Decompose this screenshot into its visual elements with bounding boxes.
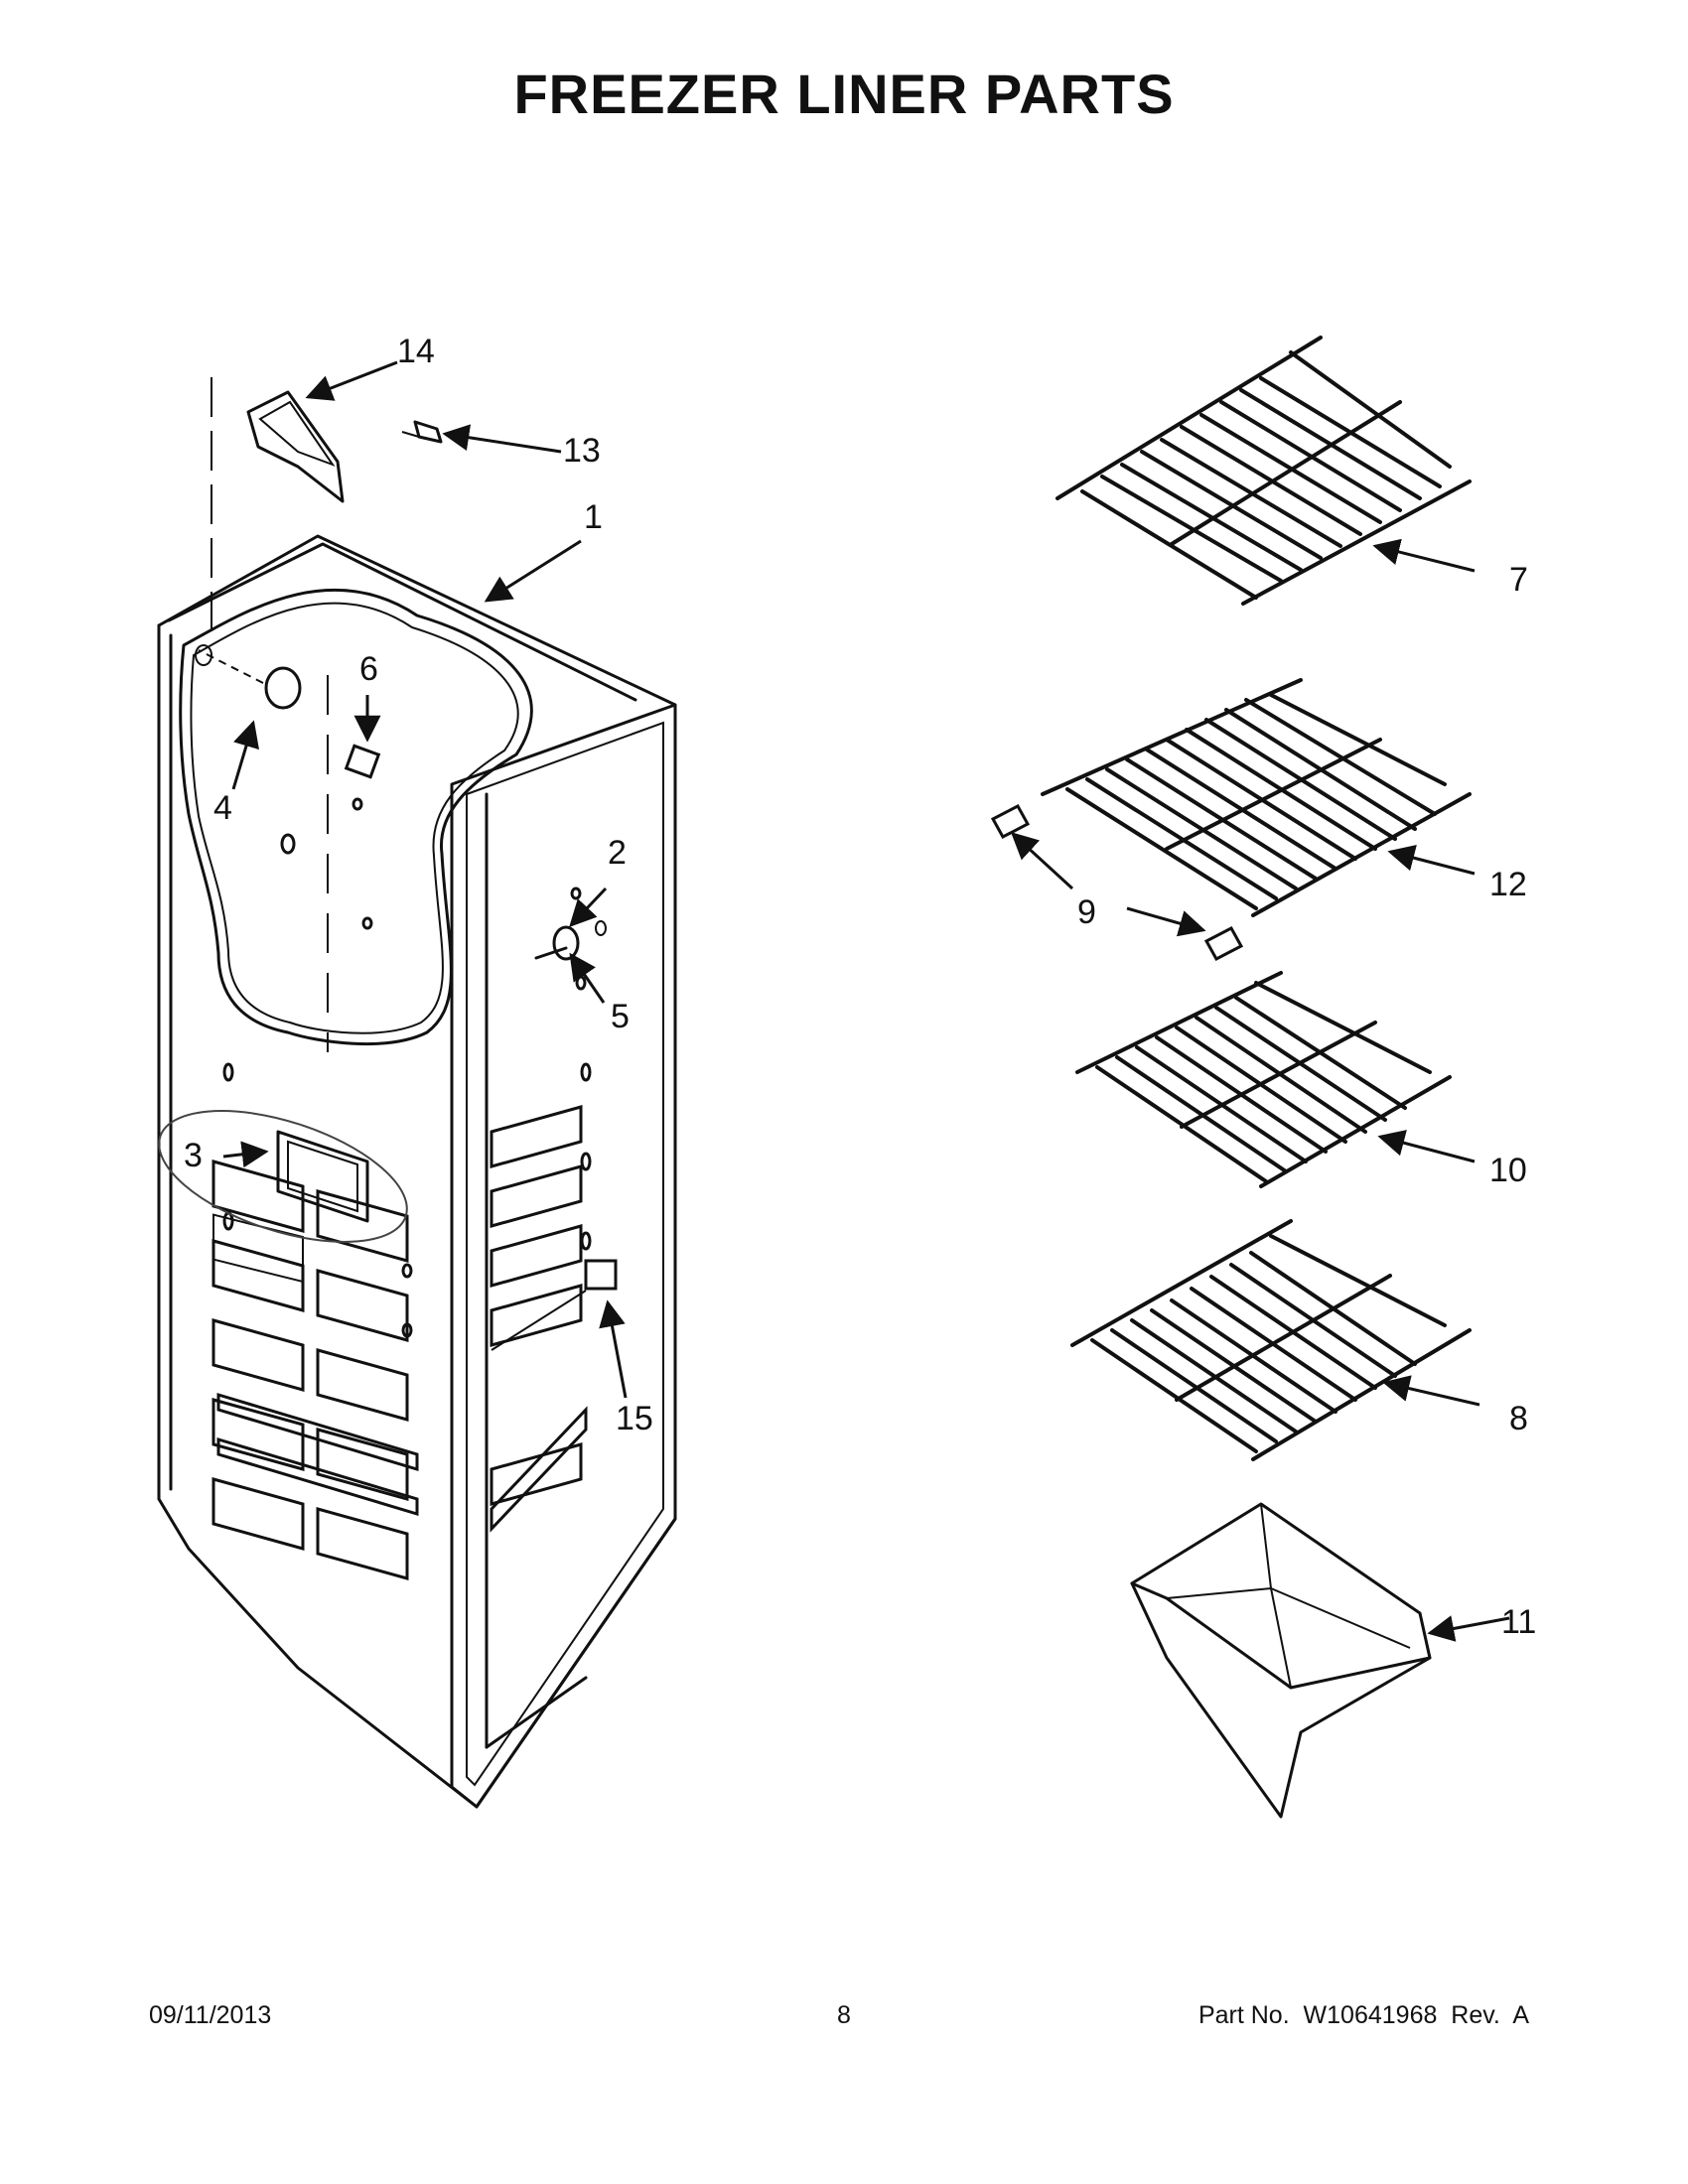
part-4-knob xyxy=(195,644,302,710)
callout-8: 8 xyxy=(1509,1400,1528,1437)
part-13-screw xyxy=(401,420,443,444)
footer-page-number: 8 xyxy=(837,2001,851,2029)
callout-13: 13 xyxy=(563,432,601,470)
footer-part-number: Part No. W10641968 Rev. A xyxy=(1197,2001,1529,2029)
part-15-switch xyxy=(491,1259,618,1351)
shelf-10 xyxy=(1075,971,1452,1188)
callout-6: 6 xyxy=(359,650,378,688)
shelf-12 xyxy=(1041,678,1472,917)
shelf-7 xyxy=(1055,336,1472,606)
page-title: FREEZER LINER PARTS xyxy=(513,63,1175,125)
callout-14: 14 xyxy=(397,333,435,370)
part-6-clip xyxy=(344,744,381,779)
callout-1: 1 xyxy=(584,498,603,536)
freezer-liner xyxy=(157,377,677,1809)
callout-9: 9 xyxy=(1077,893,1096,931)
leader-lines xyxy=(222,360,1510,1642)
callout-12: 12 xyxy=(1489,866,1527,903)
callout-10: 10 xyxy=(1489,1152,1527,1189)
part-11-bin xyxy=(1130,1502,1432,1819)
part-9-supports xyxy=(990,803,1244,962)
callout-15: 15 xyxy=(616,1400,653,1437)
callout-4: 4 xyxy=(213,789,232,827)
callout-11: 11 xyxy=(1501,1603,1536,1641)
part-14-bracket xyxy=(246,390,345,503)
footer-date: 09/11/2013 xyxy=(149,2001,272,2029)
callout-3: 3 xyxy=(184,1137,203,1174)
liner-slots xyxy=(211,1105,588,1580)
callout-7: 7 xyxy=(1509,561,1528,599)
callout-2: 2 xyxy=(608,834,627,872)
callout-5: 5 xyxy=(611,998,630,1035)
part-3-control xyxy=(158,1110,408,1243)
shelf-8 xyxy=(1070,1219,1472,1461)
part-2-5-fastener xyxy=(534,920,607,961)
